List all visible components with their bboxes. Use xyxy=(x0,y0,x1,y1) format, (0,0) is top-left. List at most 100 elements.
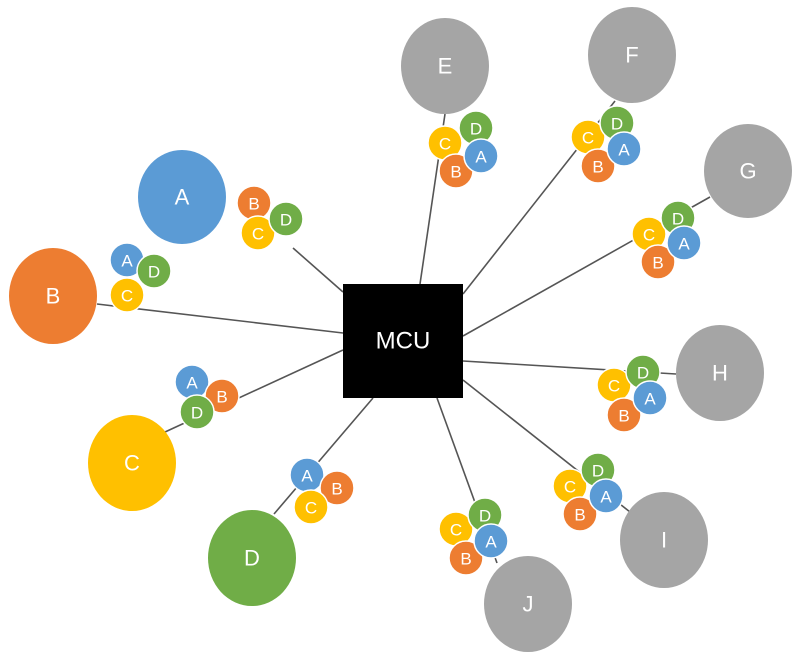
node-label: H xyxy=(712,361,728,386)
stream-circle xyxy=(580,148,616,184)
stream-label: B xyxy=(574,506,585,525)
stream-label: D xyxy=(672,210,684,229)
stream-circle xyxy=(179,394,215,430)
mcu-box xyxy=(343,284,463,398)
node-label: G xyxy=(739,159,756,184)
node-b: B xyxy=(9,248,97,344)
node-ellipse xyxy=(208,510,296,606)
stream-label: C xyxy=(305,499,317,518)
stream-b-a: A xyxy=(109,242,145,278)
stream-a-c: C xyxy=(240,215,276,251)
node-i: I xyxy=(620,492,708,588)
stream-circle xyxy=(606,131,642,167)
node-ellipse xyxy=(484,556,572,652)
stream-circle xyxy=(109,277,145,313)
node-d: D xyxy=(208,510,296,606)
node-ellipse xyxy=(401,18,489,114)
stream-f-b: B xyxy=(580,148,616,184)
stream-j-a: A xyxy=(473,523,509,559)
stream-a-b: B xyxy=(236,185,272,221)
stream-c-d: D xyxy=(179,394,215,430)
mcu-label: MCU xyxy=(376,328,431,355)
stream-b-d: D xyxy=(136,253,172,289)
node-ellipse xyxy=(620,492,708,588)
stream-label: C xyxy=(439,135,451,154)
stream-g-b: B xyxy=(640,244,676,280)
stream-label: D xyxy=(148,263,160,282)
stream-label: C xyxy=(450,521,462,540)
node-g: G xyxy=(704,124,792,218)
stream-h-c: C xyxy=(596,367,632,403)
stream-label: C xyxy=(582,129,594,148)
node-ellipse xyxy=(704,124,792,218)
stream-g-a: A xyxy=(666,225,702,261)
stream-cluster-d: ABC xyxy=(289,457,355,525)
node-label: C xyxy=(124,451,140,476)
stream-f-a: A xyxy=(606,131,642,167)
stream-label: A xyxy=(301,467,313,486)
stream-cluster-b: ACD xyxy=(109,242,172,313)
node-label: F xyxy=(625,43,638,68)
stream-label: C xyxy=(121,287,133,306)
node-c: C xyxy=(88,415,176,511)
stream-label: C xyxy=(564,478,576,497)
stream-i-a: A xyxy=(588,478,624,514)
node-label: E xyxy=(438,54,453,79)
stream-i-c: C xyxy=(552,468,588,504)
stream-circle xyxy=(562,496,598,532)
mcu-hub: MCU xyxy=(343,284,463,398)
node-label: D xyxy=(244,546,260,571)
stream-h-b: B xyxy=(606,397,642,433)
stream-b-c: C xyxy=(109,277,145,313)
stream-h-a: A xyxy=(632,380,668,416)
stream-circle xyxy=(463,138,499,174)
stream-cluster-g: CB DA xyxy=(631,200,702,280)
stream-e-a: A xyxy=(463,138,499,174)
stream-circle xyxy=(204,378,240,414)
stream-circle xyxy=(293,489,329,525)
stream-label: D xyxy=(470,120,482,139)
stream-circle xyxy=(240,215,276,251)
stream-circle xyxy=(448,540,484,576)
stream-label: A xyxy=(121,252,133,271)
stream-label: A xyxy=(600,488,612,507)
node-label: I xyxy=(661,528,667,553)
stream-label: A xyxy=(644,390,656,409)
stream-label: A xyxy=(618,141,630,160)
node-ellipse xyxy=(138,150,226,244)
node-j: J xyxy=(484,556,572,652)
stream-label: B xyxy=(652,254,663,273)
stream-circle xyxy=(632,380,668,416)
stream-label: B xyxy=(618,407,629,426)
stream-label: A xyxy=(678,235,690,254)
stream-circle xyxy=(136,253,172,289)
stream-label: B xyxy=(460,550,471,569)
stream-label: A xyxy=(475,148,487,167)
node-label: A xyxy=(175,185,190,210)
stream-circle xyxy=(588,478,624,514)
stream-c-b: B xyxy=(204,378,240,414)
stream-circle xyxy=(473,523,509,559)
node-e: E xyxy=(401,18,489,114)
stream-label: C xyxy=(252,225,264,244)
stream-label: C xyxy=(643,226,655,245)
stream-g-c: C xyxy=(631,216,667,252)
stream-e-d: D xyxy=(458,110,494,146)
node-h: H xyxy=(676,325,764,421)
stream-label: B xyxy=(216,388,227,407)
stream-label: D xyxy=(611,115,623,134)
stream-cluster-c: ABD xyxy=(174,364,240,430)
stream-label: B xyxy=(450,163,461,182)
node-a: A xyxy=(138,150,226,244)
stream-label: D xyxy=(191,404,203,423)
stream-label: D xyxy=(280,211,292,230)
stream-label: B xyxy=(331,480,342,499)
node-label: J xyxy=(523,592,534,617)
stream-label: A xyxy=(186,374,198,393)
stream-label: B xyxy=(248,195,259,214)
stream-label: D xyxy=(479,507,491,526)
